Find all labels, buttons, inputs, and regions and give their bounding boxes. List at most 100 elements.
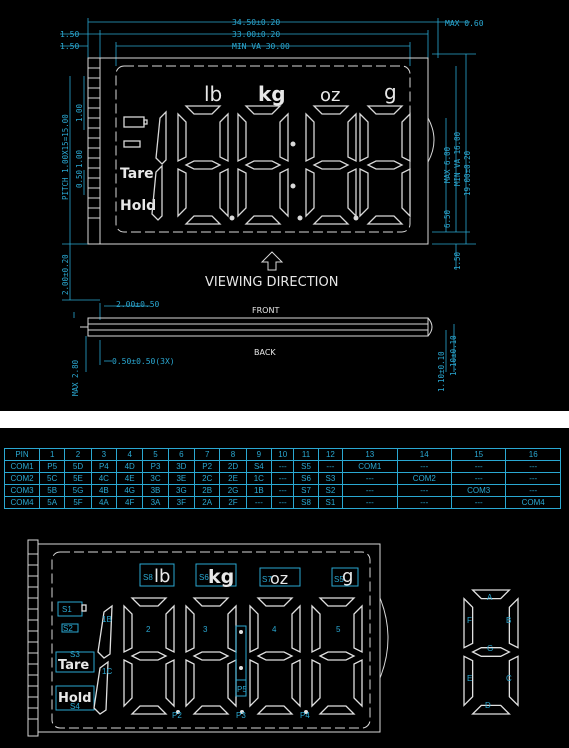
unit-tag-s8: S8 — [143, 573, 153, 582]
ref-digit-segment-a — [471, 589, 511, 600]
pin-table-cell: COM2 — [396, 472, 452, 485]
digit-3-segment-a — [244, 105, 282, 115]
pin-table-cell: COM1 — [342, 460, 398, 473]
pin-table-cell: 5G — [64, 484, 92, 497]
unit-g: g — [384, 80, 397, 104]
pin-table-header-cell: 1 — [38, 448, 66, 461]
seg-unit-oz: oz — [270, 569, 288, 588]
ref-digit-segment-d — [471, 704, 511, 715]
pin-table-cell: 5A — [38, 496, 66, 509]
pin-table-cell: 4C — [90, 472, 118, 485]
seg-digit-4-segment-d — [256, 705, 294, 715]
pin-table-cell: --- — [450, 472, 507, 485]
pin-table-cell: 5F — [64, 496, 92, 509]
ref-digit-segment-f — [463, 597, 474, 649]
dimension-lines — [60, 18, 476, 301]
pin-table-cell: 3D — [167, 460, 196, 473]
pin-table-cell: P3 — [142, 460, 169, 473]
digit-5-segment-d — [366, 215, 404, 225]
ref-digit-segment-e — [463, 655, 474, 707]
pin-table-cell: --- — [505, 472, 561, 485]
pin-table-cell: S5 — [293, 460, 319, 473]
pin-table-cell: 5E — [64, 472, 92, 485]
pin-table-cell: --- — [342, 484, 398, 497]
pin-table-header-cell: 13 — [342, 448, 398, 461]
pin-table-cell: COM4 — [505, 496, 561, 509]
digit-2-segment-c — [219, 167, 229, 218]
seg-digit-2-segment-c — [165, 658, 175, 708]
pin-table-cell: COM3 — [4, 484, 40, 497]
pin-table-cell: 4F — [116, 496, 144, 509]
digit-3-segment-e — [237, 167, 247, 218]
pin-table-header-cell: 3 — [90, 448, 118, 461]
digit-4-segment-g — [312, 160, 350, 170]
digit-2-segment-f — [177, 112, 187, 163]
pin-table-header-cell: 7 — [194, 448, 221, 461]
dp-tag-p2: P2 — [172, 711, 182, 720]
pin-table-cell: COM4 — [4, 496, 40, 509]
digit-4-segment-e — [305, 167, 315, 218]
hold-tag: S4 — [70, 702, 80, 711]
pin-table-cell: --- — [450, 496, 507, 509]
seg-digit-2-segment-e — [123, 658, 133, 708]
pin-table-cell: 1B — [245, 484, 273, 497]
seg-digit-4-segment-b — [291, 604, 301, 654]
pin-table-cell: --- — [271, 484, 295, 497]
seg-digit-5-segment-f — [311, 604, 321, 654]
seg-digit-5-segment-d — [318, 705, 356, 715]
viewing-direction-label: VIEWING DIRECTION — [205, 275, 338, 290]
pin-table-header-cell: 10 — [271, 448, 295, 461]
pin-table-cell: 4D — [116, 460, 144, 473]
pin-table-header-cell: 6 — [167, 448, 196, 461]
front-dim-label: 2.00±0.50 — [116, 300, 160, 309]
digit-1-segment-b — [155, 110, 167, 165]
seg-digit-4-segment-f — [249, 604, 259, 654]
seg-unit-kg: kg — [208, 566, 234, 588]
seg-digit-1-segment-c — [93, 660, 109, 715]
pin-table-cell: S3 — [317, 472, 344, 485]
pin-table-cell: S7 — [293, 484, 319, 497]
pin-table-cell: S8 — [293, 496, 319, 509]
digit-5-segment-b — [401, 112, 411, 163]
pin-table-cell: S1 — [317, 496, 344, 509]
pin-table-cell: --- — [505, 484, 561, 497]
s1-tag: S1 — [62, 605, 72, 614]
pin-table-cell: --- — [342, 472, 398, 485]
pin-table-cell: COM2 — [4, 472, 40, 485]
seg-letter-a: A — [487, 593, 493, 602]
seg-digit-2-segment-d — [130, 705, 168, 715]
p5-tag: P5 — [237, 685, 247, 694]
digit-2-label: 2 — [146, 625, 151, 634]
tare-label: Tare — [120, 166, 154, 182]
pin-table-cell: 3F — [167, 496, 196, 509]
unit-tag-s7: S7 — [262, 575, 272, 584]
pin-table-cell: 3A — [142, 496, 169, 509]
pin-table-cell: S2 — [317, 484, 344, 497]
colon-dot — [290, 141, 296, 147]
seg-digit-3-segment-b — [227, 604, 237, 654]
digit-3-segment-b — [279, 112, 289, 163]
pin-table-header-cell: PIN — [4, 448, 40, 461]
digit-5-segment-e — [359, 167, 369, 218]
digit-1b-label: 1B — [102, 615, 112, 624]
va-height-label: MIN VA 16.00 — [453, 131, 462, 186]
seg-letter-g: G — [487, 644, 493, 653]
pin-table-cell: --- — [271, 460, 295, 473]
seg-digit-4-segment-g — [256, 651, 294, 661]
seg-digit-2-segment-b — [165, 604, 175, 654]
decimal-point — [229, 215, 235, 221]
segment-digits — [93, 597, 363, 715]
pin-table-cell: --- — [271, 496, 295, 509]
seg-unit-g: g — [342, 566, 353, 587]
pin-table-header-cell: 8 — [219, 448, 247, 461]
pin-table-cell: --- — [245, 496, 273, 509]
pin-table-cell: 2B — [194, 484, 221, 497]
pin-table-header-cell: 9 — [245, 448, 273, 461]
unit-boxes — [139, 563, 359, 587]
max-h-label: MAX 2.80 — [71, 359, 80, 396]
seg-digit-5-segment-g — [318, 651, 356, 661]
